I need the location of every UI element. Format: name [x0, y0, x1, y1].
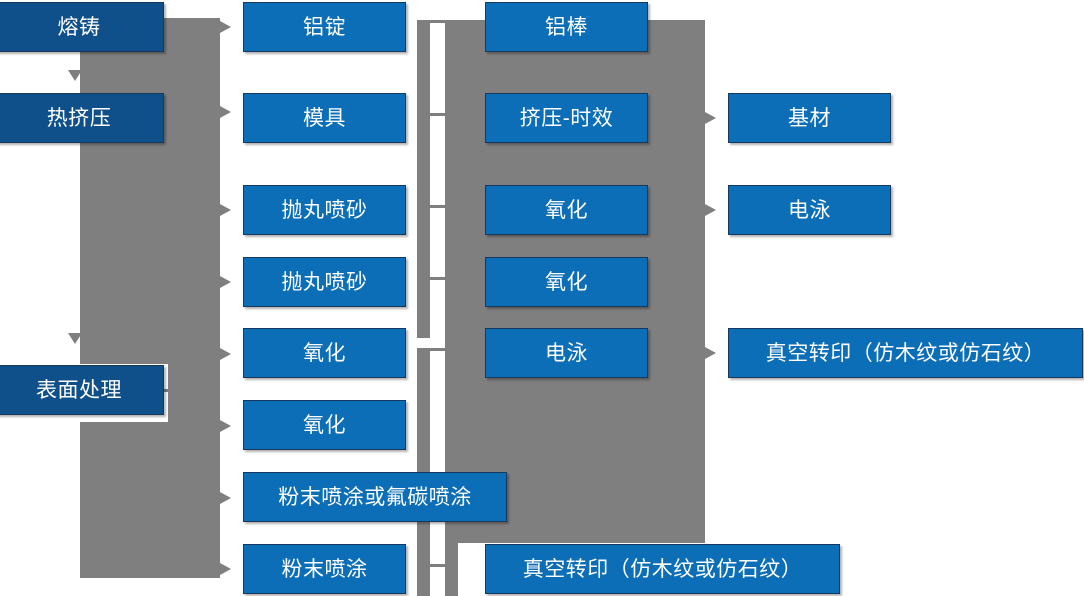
stage-label-surface-treatment: 表面处理 — [36, 378, 122, 402]
arrow-to-powder-coating — [220, 563, 231, 575]
result-box-extrude-aging[interactable]: 挤压-时效 — [485, 93, 648, 143]
process-label-aluminum-ingot: 铝锭 — [303, 15, 346, 39]
result-box-electrophoresis[interactable]: 电泳 — [485, 328, 648, 378]
stage-box-hot-extrude[interactable]: 热挤压 — [0, 93, 164, 143]
connector-spine-left-lower — [168, 364, 220, 578]
bracket-tick-4 — [430, 277, 446, 280]
process-label-oxidation-2: 氧化 — [303, 413, 346, 437]
result-label-electrophoresis: 电泳 — [545, 341, 588, 365]
process-label-powder-or-fluorocarbon: 粉末喷涂或氟碳喷涂 — [278, 485, 472, 509]
arrow-to-vacuum-transfer — [705, 347, 716, 359]
connector-bracket-left-rail-upper — [417, 20, 430, 338]
stage-label-hot-extrude: 热挤压 — [46, 106, 112, 130]
result-label-extrude-aging: 挤压-时效 — [519, 106, 614, 130]
result-box-aluminum-bar[interactable]: 铝棒 — [485, 2, 648, 52]
result-label-vacuum-transfer-bottom: 真空转印（仿木纹或仿石纹） — [522, 557, 803, 581]
arrow-to-electrophoresis-output — [705, 204, 716, 216]
arrow-to-powder-or-fluoro — [220, 492, 231, 504]
output-label-vacuum-transfer: 真空转印（仿木纹或仿石纹） — [765, 341, 1046, 365]
result-label-aluminum-bar: 铝棒 — [545, 15, 588, 39]
output-box-substrate[interactable]: 基材 — [728, 93, 891, 143]
result-label-oxidation-1: 氧化 — [545, 198, 588, 222]
arrow-to-oxidation-2 — [220, 420, 231, 432]
bracket-tick-3 — [430, 205, 446, 208]
process-label-shot-blast-2: 抛丸喷砂 — [281, 270, 368, 294]
output-box-vacuum-transfer[interactable]: 真空转印（仿木纹或仿石纹） — [728, 328, 1083, 378]
arrow-melt-to-hot-extrude — [68, 70, 82, 81]
arrow-to-shot-blast-1 — [220, 204, 231, 216]
connector-surface-to-spine — [162, 389, 220, 392]
output-label-electrophoresis: 电泳 — [788, 198, 831, 222]
process-box-aluminum-ingot[interactable]: 铝锭 — [243, 2, 406, 52]
process-box-oxidation-2[interactable]: 氧化 — [243, 400, 406, 450]
process-box-powder-coating[interactable]: 粉末喷涂 — [243, 544, 406, 594]
arrow-to-aluminum-ingot — [220, 21, 231, 33]
stage-box-surface-treatment[interactable]: 表面处理 — [0, 365, 164, 415]
process-box-shot-blast-1[interactable]: 抛丸喷砂 — [243, 185, 406, 235]
process-box-mold[interactable]: 模具 — [243, 93, 406, 143]
result-box-vacuum-transfer-bottom[interactable]: 真空转印（仿木纹或仿石纹） — [485, 544, 840, 594]
bracket-tick-2 — [430, 113, 446, 116]
process-box-oxidation-1[interactable]: 氧化 — [243, 328, 406, 378]
output-box-electrophoresis[interactable]: 电泳 — [728, 185, 891, 235]
process-box-powder-or-fluorocarbon[interactable]: 粉末喷涂或氟碳喷涂 — [243, 472, 507, 522]
result-box-oxidation-2[interactable]: 氧化 — [485, 257, 648, 307]
result-box-oxidation-1[interactable]: 氧化 — [485, 185, 648, 235]
stage-label-melt-cast: 熔铸 — [57, 15, 101, 39]
process-box-shot-blast-2[interactable]: 抛丸喷砂 — [243, 257, 406, 307]
bracket-tick-6 — [430, 564, 446, 567]
bracket-tick-5 — [430, 348, 446, 351]
arrow-hot-extrude-to-surface — [68, 333, 82, 344]
output-label-substrate: 基材 — [788, 106, 831, 130]
process-label-shot-blast-1: 抛丸喷砂 — [281, 198, 368, 222]
arrow-to-oxidation-1 — [220, 348, 231, 360]
bracket-tick-1 — [430, 20, 446, 23]
stage-box-melt-cast[interactable]: 熔铸 — [0, 2, 164, 52]
process-label-mold: 模具 — [303, 106, 346, 130]
arrow-to-mold — [220, 106, 231, 118]
process-label-powder-coating: 粉末喷涂 — [281, 557, 368, 581]
result-label-oxidation-2: 氧化 — [545, 270, 588, 294]
arrow-to-shot-blast-2 — [220, 276, 231, 288]
process-label-oxidation-1: 氧化 — [303, 341, 346, 365]
arrow-to-substrate — [705, 112, 716, 124]
